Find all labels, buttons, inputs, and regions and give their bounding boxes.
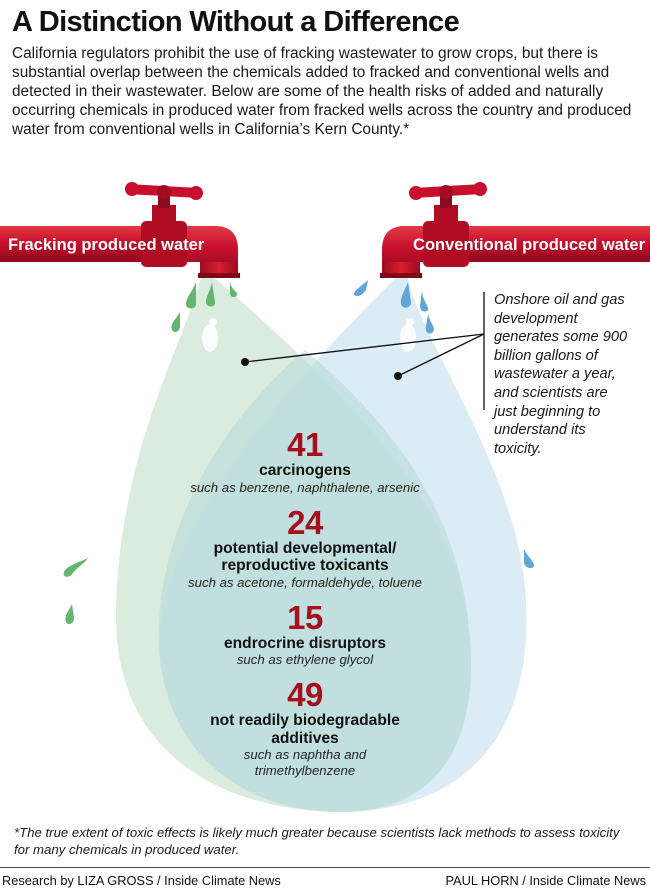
stat-examples: such as ethylene glycol: [236, 652, 374, 667]
graphic-credit: PAUL HORN / Inside Climate News: [445, 873, 646, 888]
right-pipe-label: Conventional produced water: [413, 236, 646, 254]
pointer-dot: [394, 372, 402, 380]
footnote: *The true extent of toxic effects is lik…: [14, 825, 620, 857]
droplet-shape: [63, 558, 88, 577]
droplet-shape: [186, 282, 196, 309]
intro-text: California regulators prohibit the use o…: [12, 45, 632, 138]
droplet-shape: [171, 312, 180, 333]
note-pointer-lines: [244, 292, 485, 410]
highlight-shape: [202, 324, 218, 352]
pointer-dot: [241, 358, 249, 366]
stat-label: potential developmental/ reproductive to…: [213, 539, 397, 575]
highlight-shape: [406, 318, 414, 326]
stat-label: endrocrine disruptors: [223, 634, 387, 652]
stat-biodegradable: 49 not readily biodegradable additives s…: [160, 678, 450, 779]
blue-droplets: [354, 280, 534, 569]
stat-examples: such as naphtha and trimethylbenzene: [243, 747, 367, 778]
stat-number: 49: [287, 676, 323, 713]
stat-examples: such as benzene, naphthalene, arsenic: [190, 479, 420, 495]
stats-list: 41 carcinogens such as benzene, naphthal…: [160, 428, 450, 789]
left-faucet: [0, 182, 240, 278]
stat-carcinogens: 41 carcinogens such as benzene, naphthal…: [160, 428, 450, 496]
droplet-shape: [524, 548, 534, 569]
stat-number: 41: [287, 426, 323, 463]
stat-label: not readily biodegradable additives: [210, 712, 400, 747]
research-credit: Research by LIZA GROSS / Inside Climate …: [2, 873, 281, 888]
droplet-shape: [65, 604, 74, 625]
droplet-shape: [425, 314, 434, 334]
droplet-shape: [206, 282, 216, 307]
right-faucet: [380, 182, 650, 278]
page-title: A Distinction Without a Difference: [12, 6, 460, 38]
droplet-shape: [400, 282, 412, 308]
overlap-region: [158, 350, 472, 812]
highlight-shape: [400, 324, 416, 352]
stat-toxicants: 24 potential developmental/ reproductive…: [160, 503, 450, 591]
droplet-shape: [354, 280, 368, 297]
stat-endocrine: 15 endrocrine disruptors such as ethylen…: [160, 598, 450, 669]
stat-number: 24: [287, 503, 323, 541]
wastewater-note: Onshore oil and gas development generate…: [494, 292, 628, 457]
left-pipe-label: Fracking produced water: [8, 236, 205, 254]
stat-label: carcinogens: [259, 462, 351, 479]
stat-number: 15: [287, 598, 323, 636]
droplet-shape: [230, 278, 238, 298]
droplet-shape: [420, 290, 429, 312]
highlight-shape: [209, 318, 217, 326]
green-droplets: [63, 278, 238, 625]
divider: [0, 867, 650, 868]
stat-examples: such as acetone, formaldehyde, toluene: [188, 574, 422, 590]
